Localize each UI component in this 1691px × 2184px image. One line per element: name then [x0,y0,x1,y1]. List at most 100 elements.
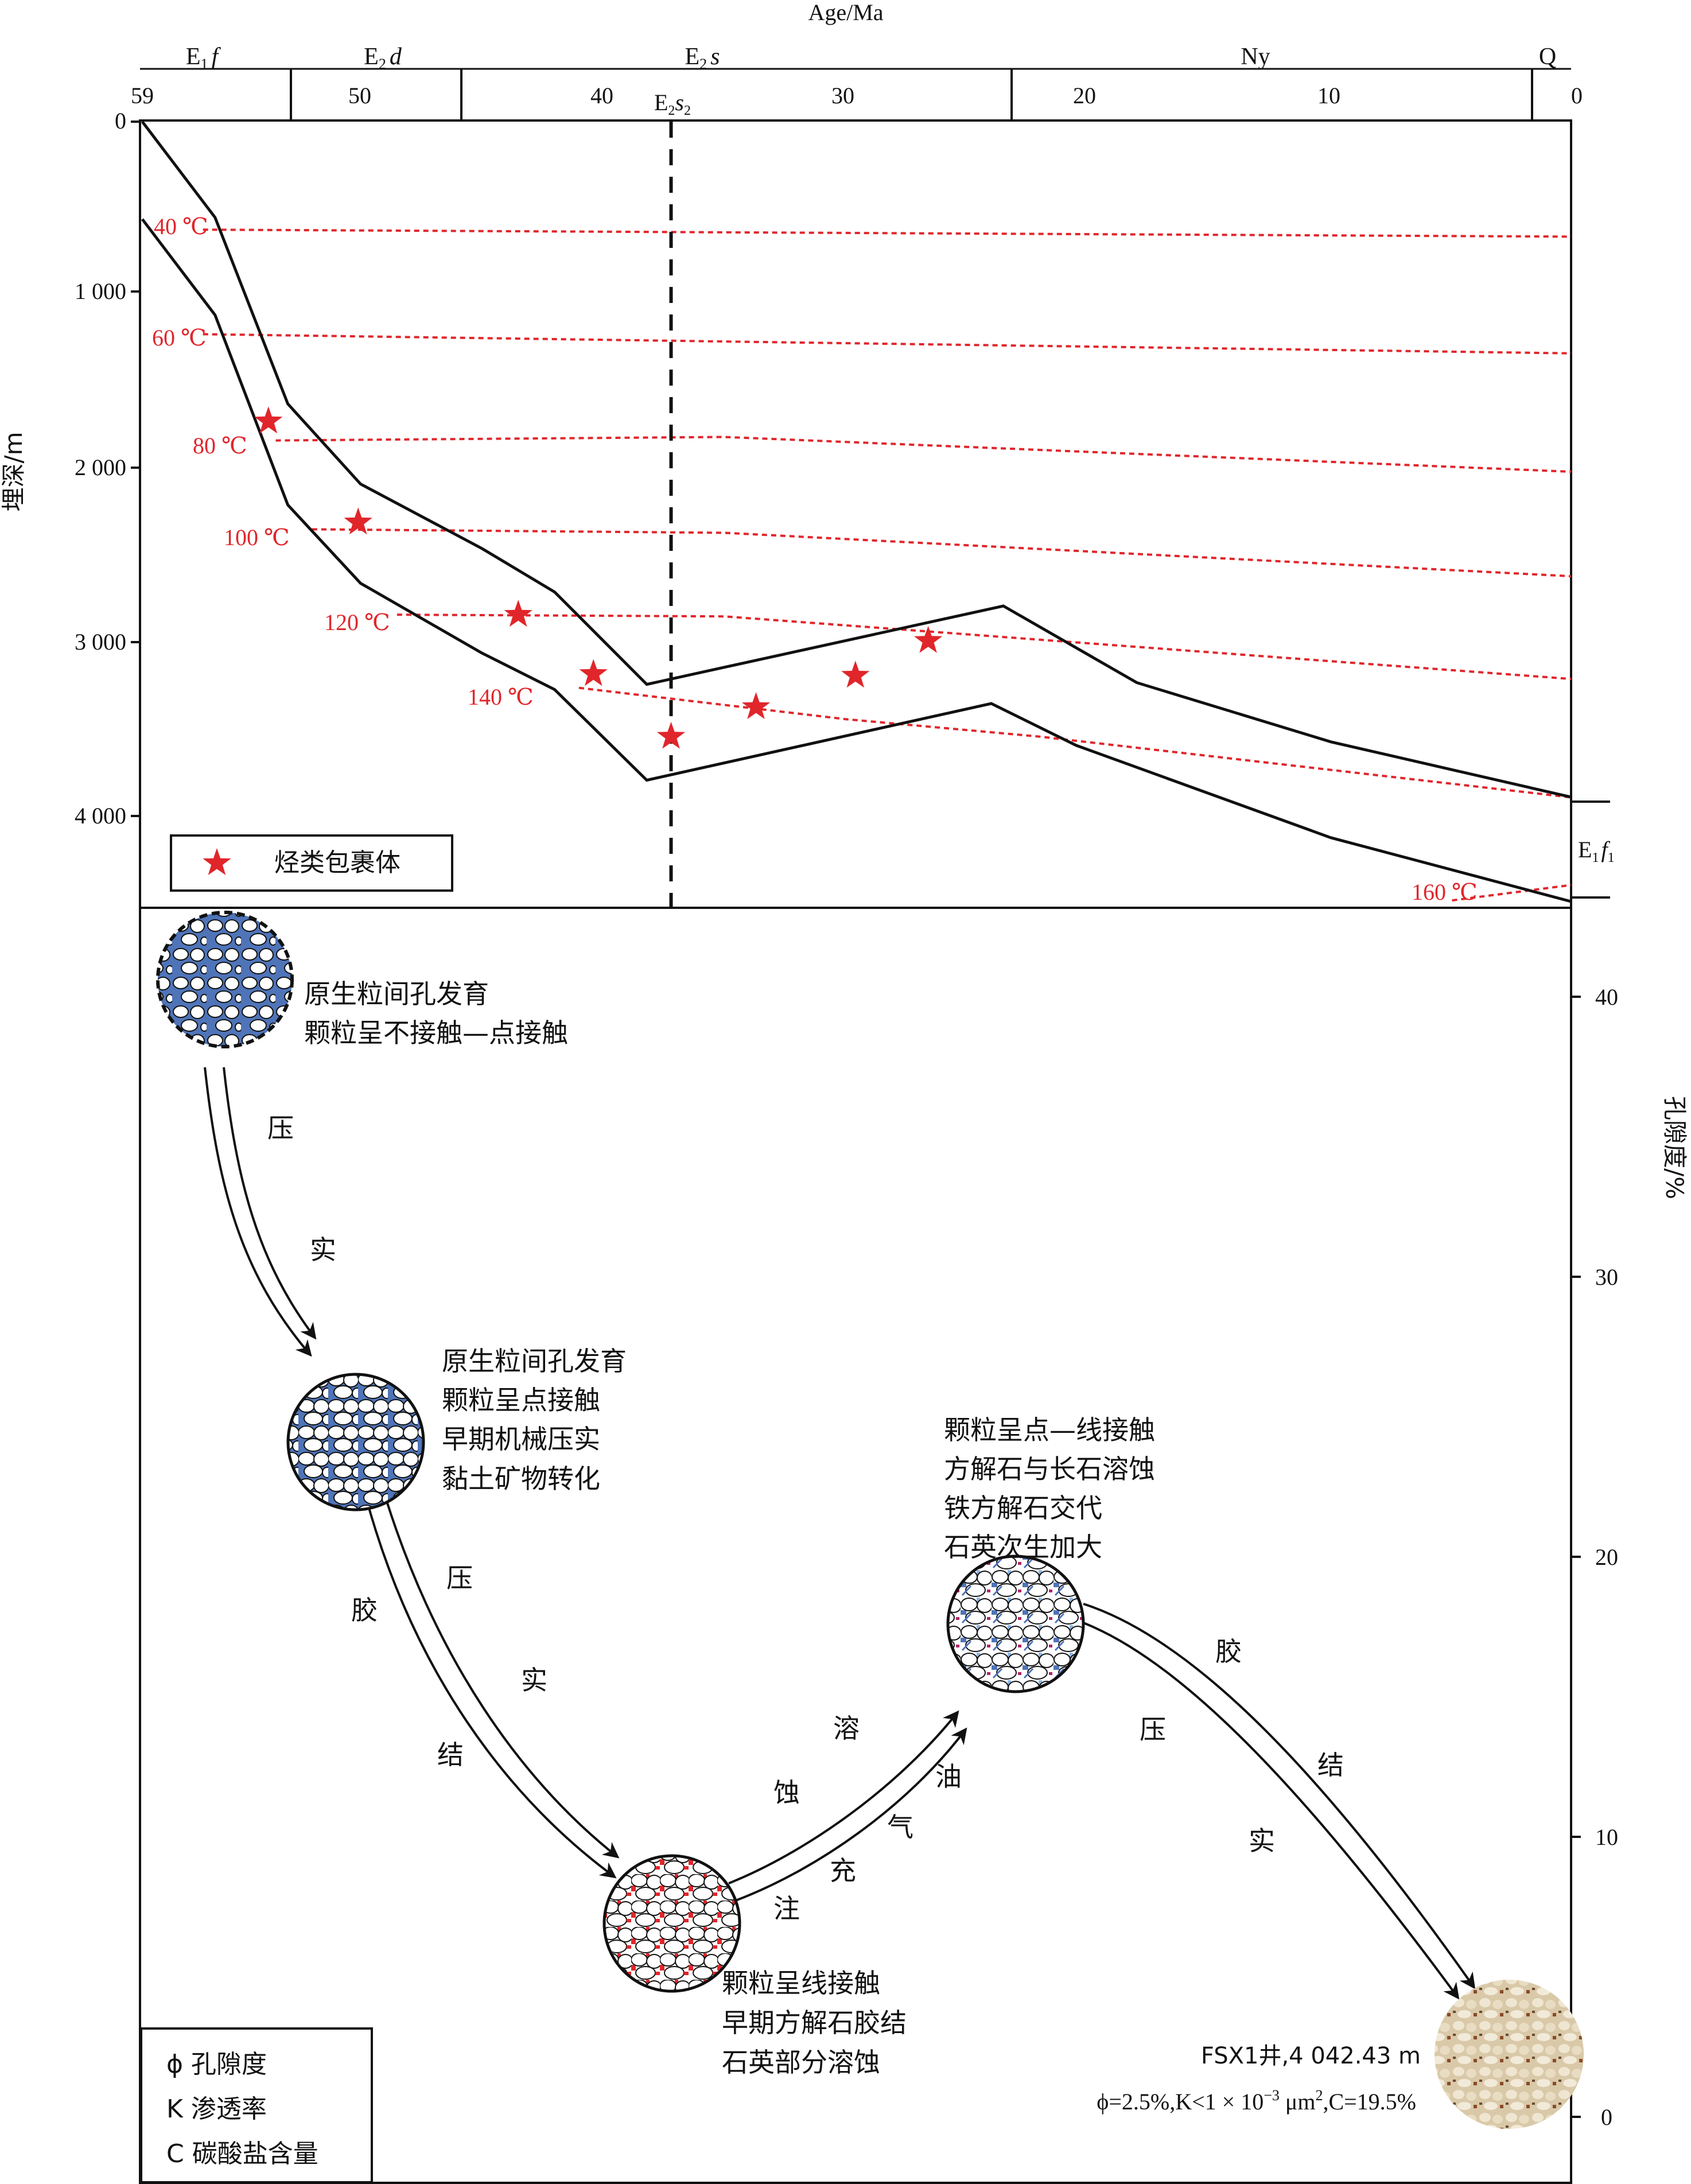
stage3-description: 颗粒呈线接触 早期方解石胶结 石英部分溶蚀 [722,1968,915,2078]
stage3-thin-section [602,1854,741,1993]
process-compaction-1-char1: 压 [267,1113,294,1144]
age-tick-20: 20 [1073,83,1096,108]
isotherm-line-7 [1452,884,1571,902]
arrow-dissolution-a [728,1710,959,1884]
legend-star-icon [203,848,231,875]
isotherm-line-2 [203,333,1571,355]
age-tick-30: 30 [831,83,854,108]
arrow-compaction-2b [384,1497,620,1859]
sample-properties: ϕ=2.5%,K<1 × 10−3 μm2,C=19.5% [1097,2087,1416,2115]
svg-text:E2d: E2d [364,44,402,72]
isotherm-line-4 [312,528,1571,578]
process-dissolution-char2: 蚀 [773,1777,800,1808]
depth-tick-4000: 4 000 [75,803,126,829]
sample-thin-section-photo [1435,1980,1584,2129]
porosity-tick-20: 20 [1595,1544,1618,1570]
abbreviation-legend: ϕ 孔隙度 K 渗透率 C 碳酸盐含量 [140,2027,373,2183]
burial-history-plot [141,121,1571,903]
isotherm-line-6 [578,686,1571,799]
arrow-compaction-2a [365,1497,617,1879]
abbrev-porosity: ϕ 孔隙度 [166,2050,267,2079]
process-dissolution-char1: 溶 [833,1713,860,1744]
inclusion-star-2 [344,507,372,535]
stage4-description: 颗粒呈点—线接触 方解石与长石溶蚀 铁方解石交代 石英次生加大 [944,1414,1164,1563]
age-tick-0: 0 [1571,83,1583,108]
age-tick-59: 59 [131,83,154,108]
stage4-thin-section [946,1555,1085,1693]
legend-label: 烃类包裹体 [274,848,401,877]
abbrev-carbonate: C 碳酸盐含量 [166,2139,318,2169]
process-hydrocarbon-char1: 油 [935,1761,962,1792]
process-charging-char2: 注 [773,1893,800,1924]
isotherm-label-120: 120 ℃ [324,609,390,635]
isotherm-label-160: 160 ℃ [1412,879,1478,905]
stage1-thin-section [156,911,294,1048]
isotherm-labels: 40 ℃ 60 ℃ 80 ℃ 100 ℃ 120 ℃ 140 ℃ 160 ℃ [152,213,1478,905]
stage1-description: 原生粒间孔发育 颗粒呈不接触—点接触 [304,978,568,1048]
process-compaction-2-char1: 压 [446,1563,473,1594]
inclusion-legend: 烃类包裹体 [170,834,453,892]
arrow-compaction-3b [1083,1622,1460,2000]
isotherm-label-40: 40 ℃ [154,213,208,239]
porosity-tick-30: 30 [1595,1264,1618,1290]
process-compaction-1-char2: 实 [310,1234,336,1265]
process-charging-char1: 充 [830,1855,856,1886]
isotherm-label-140: 140 ℃ [468,684,534,710]
diagenesis-panel-frame [139,907,1572,2184]
depth-tick-1000: 1 000 [75,278,126,304]
porosity-axis-title: 孔隙度/% [1661,1096,1689,1199]
depth-tick-2000: 2 000 [75,454,126,480]
e2s2-marker-label: E2s2 [654,90,691,118]
depth-axis: 埋深/m 0 1 000 2 000 3 000 4 000 [0,108,140,829]
inclusion-star-8 [913,625,943,653]
period-label-q: Q [1539,44,1556,70]
age-tick-10: 10 [1317,83,1340,108]
depth-tick-0: 0 [115,108,126,134]
depth-axis-title: 埋深/m [0,432,28,511]
inclusion-star-5 [656,721,686,749]
process-cementation-3-char1: 胶 [1215,1636,1242,1667]
sample-well-depth: FSX1井,4 042.43 m [1201,2043,1421,2069]
isotherm-label-100: 100 ℃ [224,524,290,550]
isotherm-label-60: 60 ℃ [152,325,207,351]
process-labels: 压 实 压 实 胶 结 溶 蚀 充 注 油 气 胶 结 压 实 [267,1113,1344,1924]
inclusion-star-7 [841,660,870,688]
arrow-dissolution-b [735,1727,967,1902]
top-axis-title: Age/Ma [808,0,883,25]
inclusion-star-3 [504,600,532,627]
process-cementation-2-char1: 胶 [351,1595,378,1626]
svg-text:E1f: E1f [186,44,221,72]
process-hydrocarbon-char2: 气 [887,1812,913,1843]
svg-text:E2s2: E2s2 [654,90,691,118]
stage2-description: 原生粒间孔发育 颗粒呈点接触 早期机械压实 黏土矿物转化 [442,1346,635,1494]
burial-curve-2 [141,218,1571,903]
svg-text:E2s: E2s [685,44,720,72]
process-cementation-3-char2: 结 [1317,1750,1344,1781]
depth-tick-3000: 3 000 [75,629,126,655]
burial-curve-1 [141,121,1571,799]
porosity-tick-0: 0 [1601,2104,1612,2130]
age-tick-50: 50 [348,83,371,108]
process-compaction-3-char2: 实 [1249,1825,1275,1856]
burial-panel-frame [139,119,1572,909]
age-tick-40: 40 [590,83,613,108]
inclusion-star-1 [254,406,283,434]
isotherm-line-1 [203,228,1571,238]
isotherm-line-5 [396,613,1571,681]
inclusion-star-6 [741,692,771,720]
process-cementation-2-char2: 结 [437,1739,464,1770]
process-compaction-2-char2: 实 [521,1665,547,1696]
inclusion-star-4 [579,659,608,686]
porosity-axis: 孔隙度/% 40 30 20 10 0 [1571,984,1689,2130]
inclusion-stars [254,406,943,749]
arrow-compaction-1b [223,1067,317,1340]
diagenesis-arrows [204,1067,1476,2000]
arrow-compaction-3a [1083,1603,1476,1989]
